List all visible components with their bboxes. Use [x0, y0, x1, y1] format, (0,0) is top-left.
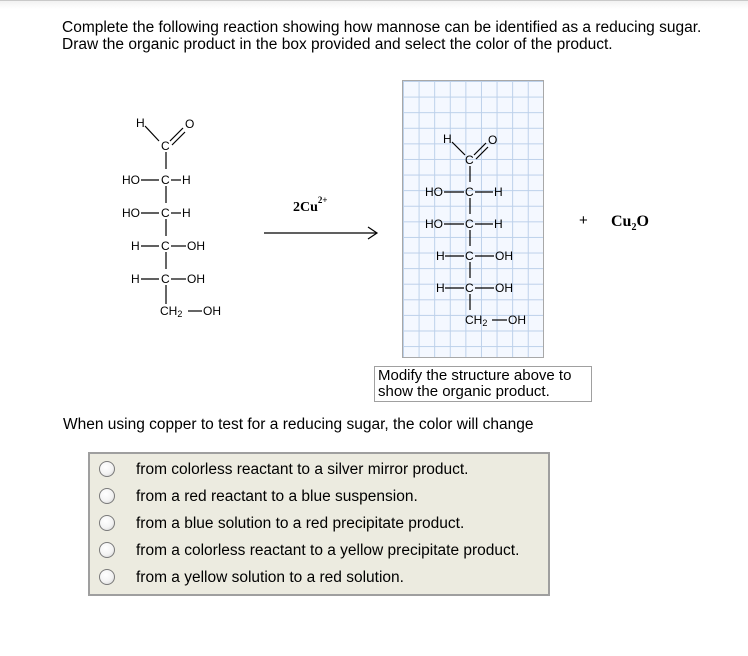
answer-options: from colorless reactant to a silver mirr…: [88, 452, 550, 596]
option-silver-mirror[interactable]: from colorless reactant to a silver mirr…: [90, 457, 548, 484]
carbonyl-bond-2: [171, 131, 186, 146]
radio-button[interactable]: [99, 488, 115, 504]
terminal-ch2-label[interactable]: CH2: [465, 313, 487, 328]
row3-right-label[interactable]: OH: [495, 249, 513, 263]
row1-right-label: H: [182, 173, 191, 187]
copper-oxide-formula: Cu2O: [611, 213, 649, 233]
row3-left-label: H: [131, 239, 140, 253]
radio-button[interactable]: [99, 461, 115, 477]
reaction-arrow-with-reagent: 2Cu2+: [264, 195, 379, 240]
option-red-precipitate[interactable]: from a blue solution to a red precipitat…: [90, 511, 548, 538]
instructions: Complete the following reaction showing …: [62, 19, 742, 53]
option-label[interactable]: from colorless reactant to a silver mirr…: [136, 461, 469, 478]
row1-carbon-label[interactable]: C: [465, 185, 474, 199]
option-label[interactable]: from a blue solution to a red precipitat…: [136, 515, 465, 532]
carbonyl-bond-1[interactable]: [473, 142, 487, 156]
aldehyde-h-label[interactable]: H: [443, 132, 452, 146]
row4-left-label[interactable]: H: [436, 281, 445, 295]
terminal-oh-label: OH: [203, 304, 221, 318]
option-label[interactable]: from a yellow solution to a red solution…: [136, 569, 404, 586]
row1-right-label[interactable]: H: [494, 185, 503, 199]
row3-right-label: OH: [187, 239, 205, 253]
option-blue-suspension[interactable]: from a red reactant to a blue suspension…: [90, 484, 548, 511]
row4-right-label[interactable]: OH: [495, 281, 513, 295]
drawing-hint: Modify the structure above to show the o…: [374, 366, 592, 402]
aldehyde-ch-bond[interactable]: [451, 141, 466, 156]
product-structure[interactable]: H C O HO C H HO C H H C OH H C OH CH2 OH: [403, 81, 545, 359]
aldehyde-carbon-label[interactable]: C: [465, 153, 474, 167]
row2-right-label[interactable]: H: [494, 217, 503, 231]
reagent-copper-ion: 2Cu2+: [293, 195, 328, 215]
instruction-line-2: Draw the organic product in the box prov…: [62, 36, 613, 53]
row3-left-label[interactable]: H: [436, 249, 445, 263]
row4-right-label: OH: [187, 272, 205, 286]
aldehyde-h-label: H: [136, 116, 145, 130]
terminal-oh-label[interactable]: OH: [508, 313, 526, 327]
top-border: [0, 0, 748, 9]
radio-button[interactable]: [99, 515, 115, 531]
byproduct-copper-oxide: + Cu2O: [579, 212, 649, 233]
row1-left-label: HO: [122, 173, 140, 187]
row2-right-label: H: [182, 206, 191, 220]
question-text: When using copper to test for a reducing…: [63, 416, 534, 433]
option-label[interactable]: from a colorless reactant to a yellow pr…: [136, 542, 520, 559]
row3-carbon-label: C: [161, 239, 170, 253]
row1-carbon-label: C: [161, 173, 170, 187]
row4-carbon-label: C: [161, 272, 170, 286]
reactant-structure: H C O HO C H HO C H H C OH H C OH CH2 OH: [122, 116, 221, 319]
product-drawing-canvas[interactable]: H C O HO C H HO C H H C OH H C OH CH2 OH: [402, 80, 544, 358]
option-red-solution[interactable]: from a yellow solution to a red solution…: [90, 565, 548, 592]
reaction-arrow-head: [367, 226, 379, 240]
radio-button[interactable]: [99, 542, 115, 558]
row2-left-label: HO: [122, 206, 140, 220]
row2-left-label[interactable]: HO: [425, 217, 443, 231]
row2-carbon-label[interactable]: C: [465, 217, 474, 231]
plus-sign: +: [579, 212, 588, 229]
aldehyde-oxygen-label: O: [185, 117, 194, 131]
aldehyde-oxygen-label[interactable]: O: [488, 133, 497, 147]
row1-left-label[interactable]: HO: [425, 185, 443, 199]
instruction-line-1: Complete the following reaction showing …: [62, 19, 702, 36]
aldehyde-ch-bond: [144, 125, 160, 142]
terminal-ch2-label: CH2: [160, 304, 182, 319]
option-yellow-precipitate[interactable]: from a colorless reactant to a yellow pr…: [90, 538, 548, 565]
aldehyde-carbon-label: C: [161, 139, 170, 153]
carbonyl-bond-1: [169, 127, 184, 142]
row4-carbon-label[interactable]: C: [465, 281, 474, 295]
carbonyl-bond-2[interactable]: [475, 146, 489, 160]
row3-carbon-label[interactable]: C: [465, 249, 474, 263]
row4-left-label: H: [131, 272, 140, 286]
row2-carbon-label: C: [161, 206, 170, 220]
radio-button[interactable]: [99, 569, 115, 585]
option-label[interactable]: from a red reactant to a blue suspension…: [136, 488, 418, 505]
